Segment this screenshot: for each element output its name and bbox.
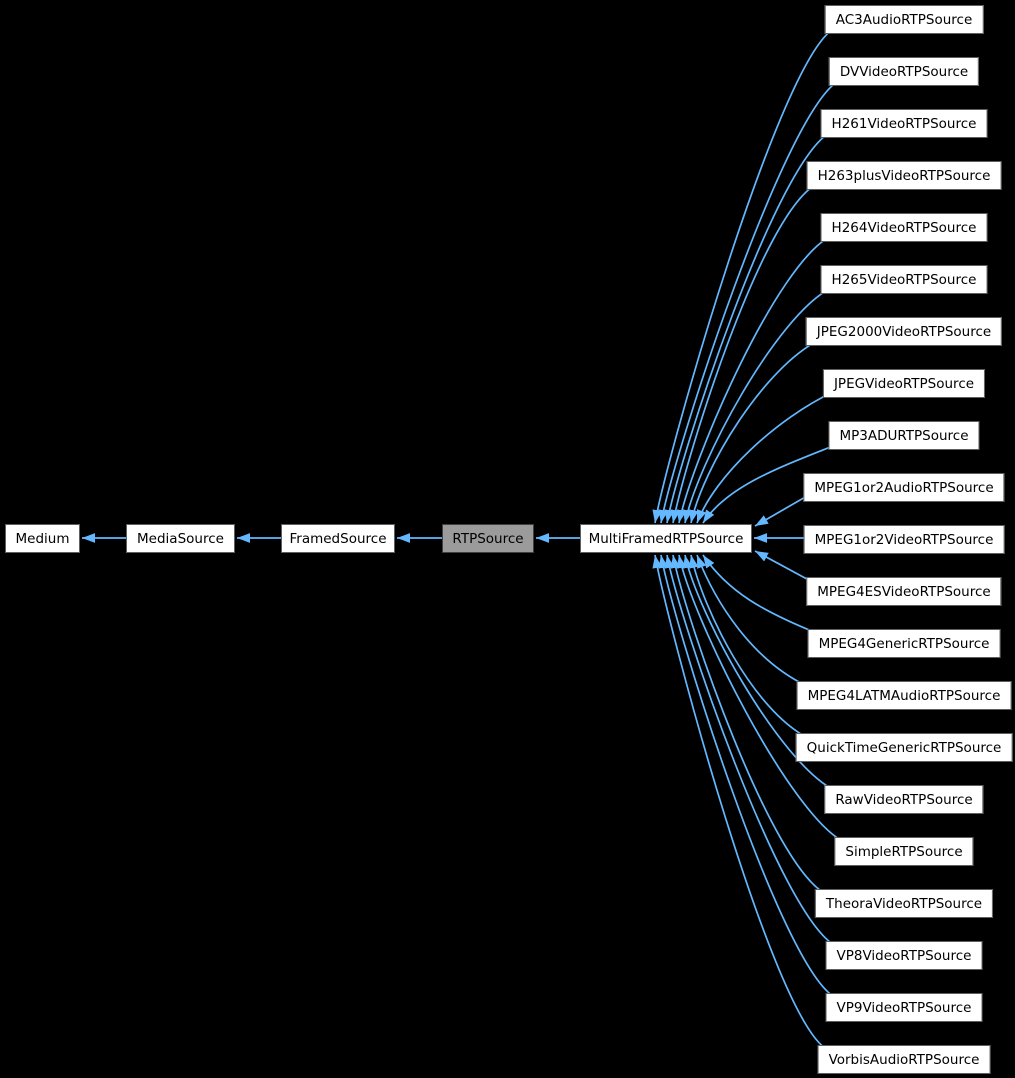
class-node-jpeg2000videortpsource[interactable]: JPEG2000VideoRTPSource bbox=[805, 317, 1003, 346]
class-node-vorbisaudiortpsource[interactable]: VorbisAudioRTPSource bbox=[817, 1045, 991, 1074]
edge-sub-1 bbox=[658, 79, 841, 524]
class-node-framedsource[interactable]: FramedSource bbox=[281, 524, 395, 553]
edge-sub-17 bbox=[670, 554, 827, 895]
edge-sub-19 bbox=[658, 554, 837, 999]
edge-sub-14 bbox=[689, 554, 809, 739]
class-node-ac3audiortpsource[interactable]: AC3AudioRTPSource bbox=[824, 5, 984, 34]
class-node-h264videortpsource[interactable]: H264VideoRTPSource bbox=[820, 213, 988, 242]
class-node-h265videortpsource[interactable]: H265VideoRTPSource bbox=[820, 265, 988, 294]
edge-sub-7 bbox=[696, 391, 834, 524]
edge-sub-3 bbox=[670, 183, 818, 524]
class-node-jpegvideortpsource[interactable]: JPEGVideoRTPSource bbox=[822, 369, 986, 398]
edge-sub-6 bbox=[688, 339, 820, 524]
class-node-mpeg1or2audiortpsource[interactable]: MPEG1or2AudioRTPSource bbox=[803, 473, 1005, 502]
class-node-multiframedrtpsource[interactable]: MultiFramedRTPSource bbox=[580, 524, 752, 553]
class-node-rtpsource-selected[interactable]: RTPSource bbox=[442, 524, 534, 553]
class-node-dvvideortpsource[interactable]: DVVideoRTPSource bbox=[828, 57, 980, 86]
class-node-rawvideortpsource[interactable]: RawVideoRTPSource bbox=[824, 785, 984, 814]
class-node-simplertpsource[interactable]: SimpleRTPSource bbox=[834, 837, 974, 866]
edge-sub-13 bbox=[696, 554, 808, 687]
edge-sub-2 bbox=[664, 131, 832, 524]
class-node-mediasource[interactable]: MediaSource bbox=[126, 524, 235, 553]
edge-sub-20 bbox=[652, 554, 829, 1051]
edge-sub-16 bbox=[676, 554, 845, 843]
class-node-mpeg4latmaudiortpsource[interactable]: MPEG4LATMAudioRTPSource bbox=[796, 681, 1012, 710]
class-node-mpeg4esvideortpsource[interactable]: MPEG4ESVideoRTPSource bbox=[806, 577, 1002, 606]
edge-sub-5 bbox=[682, 287, 832, 524]
class-node-quicktimegenericrtpsource[interactable]: QuickTimeGenericRTPSource bbox=[795, 733, 1013, 762]
edge-sub-8 bbox=[702, 443, 839, 524]
class-node-h261videortpsource[interactable]: H261VideoRTPSource bbox=[820, 109, 988, 138]
class-node-vp9videortpsource[interactable]: VP9VideoRTPSource bbox=[825, 993, 983, 1022]
class-node-mpeg1or2videortpsource[interactable]: MPEG1or2VideoRTPSource bbox=[803, 525, 1005, 554]
edge-sub-15 bbox=[682, 554, 835, 791]
edge-group bbox=[82, 27, 845, 1051]
class-node-mp3adurtpsource[interactable]: MP3ADURTPSource bbox=[828, 421, 980, 450]
class-node-theoravideortpsource[interactable]: TheoraVideoRTPSource bbox=[814, 889, 994, 918]
class-node-vp8videortpsource[interactable]: VP8VideoRTPSource bbox=[825, 941, 983, 970]
edge-sub-0 bbox=[652, 27, 836, 524]
edge-sub-4 bbox=[676, 235, 832, 524]
class-node-h263plusvideortpsource[interactable]: H263plusVideoRTPSource bbox=[806, 161, 1002, 190]
class-node-mpeg4genericrtpsource[interactable]: MPEG4GenericRTPSource bbox=[807, 629, 1001, 658]
edge-sub-18 bbox=[664, 554, 837, 947]
class-node-medium[interactable]: Medium bbox=[5, 524, 80, 553]
edge-sub-12 bbox=[702, 554, 820, 635]
